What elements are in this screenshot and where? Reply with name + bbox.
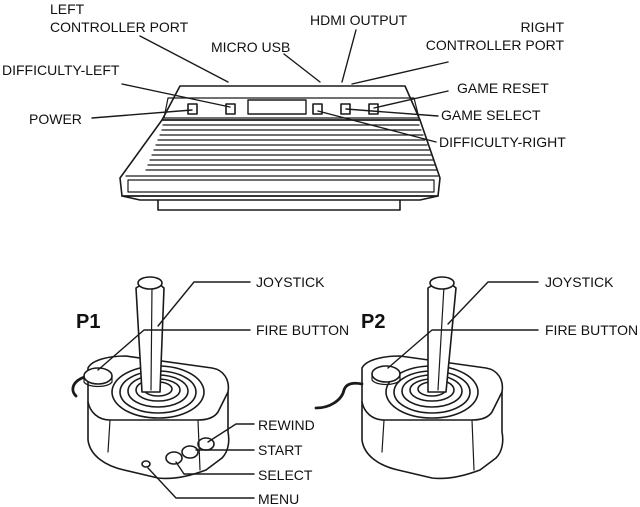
leader-difficulty-right: [317, 110, 437, 143]
p1-label-joystick: JOYSTICK: [256, 274, 325, 290]
console-leader-lines: [91, 29, 449, 143]
p1-label-select: SELECT: [258, 467, 313, 483]
p2-fire-button: [371, 365, 401, 383]
console-ribs: [125, 124, 439, 193]
label-hdmi-output: HDMI OUTPUT: [310, 12, 408, 28]
leader-game-select: [345, 108, 439, 117]
label-left-controller-port: LEFT CONTROLLER PORT: [50, 1, 189, 35]
p1-start-button: [181, 445, 199, 459]
p1-base-side: [87, 391, 230, 480]
p2-joystick-top: [429, 276, 455, 290]
difficulty-left-switch: [225, 103, 236, 115]
p1-base-lower-edge: [107, 419, 201, 471]
p1-label-fire-button: FIRE BUTTON: [256, 322, 350, 338]
leader-power: [91, 109, 193, 119]
p2-title: P2: [361, 311, 386, 333]
leader-right-port: [351, 61, 449, 85]
p1-label-menu: MENU: [258, 491, 300, 507]
leader-micro-usb: [283, 53, 321, 83]
label-power: POWER: [29, 111, 82, 127]
console-illustration: [119, 85, 441, 211]
p2-label-fire-button: FIRE BUTTON: [545, 322, 639, 338]
p2-base-top: [361, 355, 504, 421]
leader-game-reset: [373, 90, 449, 109]
p2-joystick-shaft: [427, 277, 457, 393]
leader-difficulty-left: [121, 83, 231, 108]
leader-left-port: [139, 35, 229, 83]
label-game-select: GAME SELECT: [441, 107, 541, 123]
p2-leader-lines: [387, 281, 539, 369]
p2-cable: [314, 381, 364, 410]
label-right-controller-port: RIGHT CONTROLLER PORT: [425, 19, 564, 53]
console-top-panel: [161, 85, 421, 121]
label-micro-usb: MICRO USB: [211, 39, 291, 55]
power-switch: [187, 103, 198, 115]
label-game-reset: GAME RESET: [457, 80, 549, 96]
label-difficulty-left: DIFFICULTY-LEFT: [2, 62, 120, 78]
p2-label-joystick: JOYSTICK: [545, 274, 614, 290]
p1-select-button: [165, 451, 183, 465]
leader-hdmi: [341, 29, 357, 83]
cartridge-slot: [247, 99, 307, 115]
p2-base-side: [361, 391, 504, 480]
console-base: [121, 195, 439, 201]
p1-label-start: START: [258, 442, 303, 458]
game-reset-switch: [368, 103, 379, 115]
p1-joystick-top: [137, 276, 163, 290]
label-difficulty-right: DIFFICULTY-RIGHT: [439, 134, 566, 150]
console-body: [119, 119, 441, 197]
console-foot: [157, 199, 401, 211]
p1-base-top: [87, 355, 230, 421]
p1-title: P1: [76, 311, 101, 333]
difficulty-right-switch: [312, 103, 323, 115]
p1-label-rewind: REWIND: [258, 417, 315, 433]
console-top-inner: [163, 97, 420, 119]
p1-leader-lines: [97, 281, 255, 499]
p1-joystick-shaft: [135, 277, 165, 393]
p1-menu-button: [141, 460, 151, 468]
p2-controller-illustration: [314, 276, 504, 480]
p1-controller-illustration: [71, 276, 230, 480]
